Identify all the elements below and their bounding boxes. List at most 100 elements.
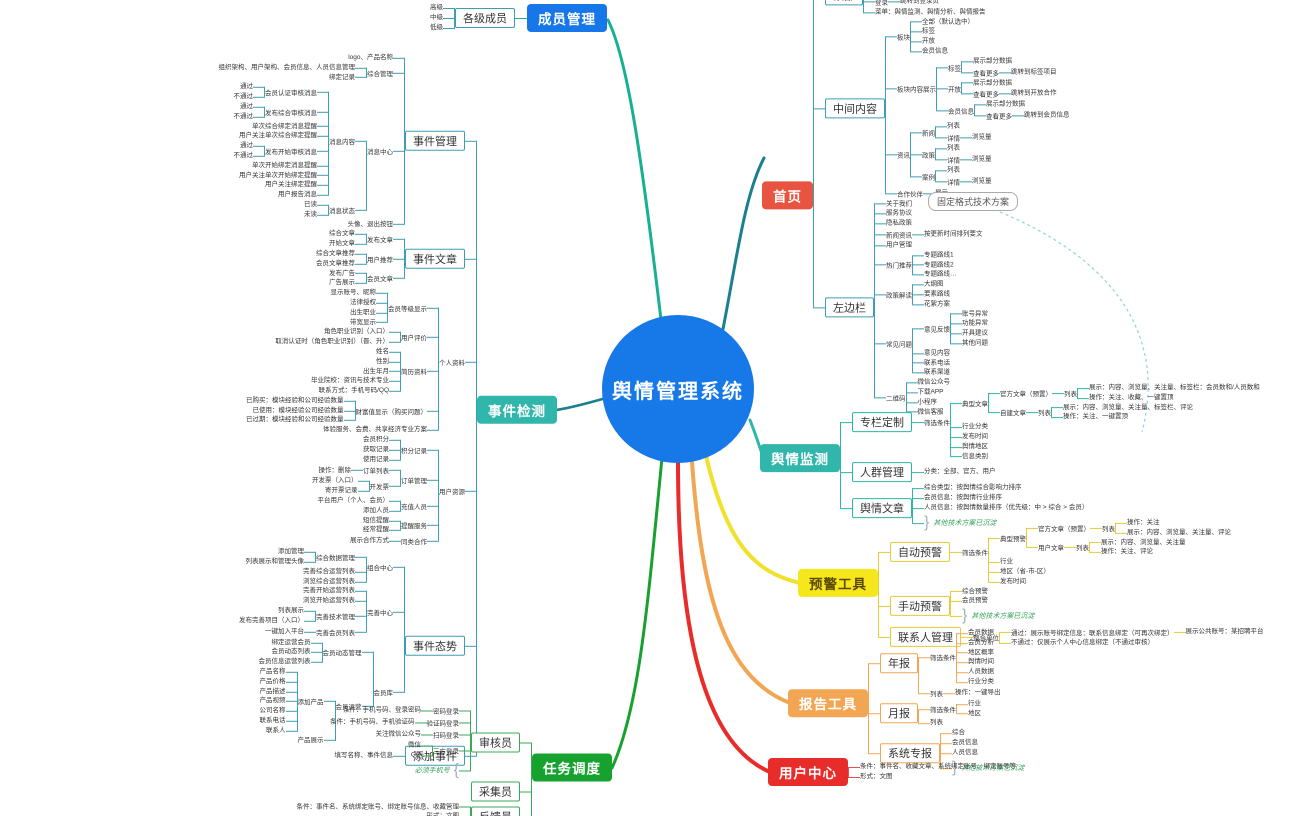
mindmap-node-leaf[interactable]: 出生职业 [350,308,376,316]
mindmap-node-leaf[interactable]: 不通过 [233,151,254,159]
mindmap-node-sub[interactable]: 详情 [947,178,960,186]
mindmap-node-leaf[interactable]: 条件：事件名、系统绑定账号、绑定账号信息、收藏管理 [296,803,460,811]
mindmap-node-box[interactable]: 反馈员 [471,806,520,816]
branch-home[interactable]: 首页 [762,180,813,209]
mindmap-node-leaf[interactable]: 展示：内容、浏览量、关注量、评论 [1127,528,1231,536]
mindmap-node-leaf[interactable]: 已使用：模块经验公司经验数量 [252,406,344,414]
mindmap-node-sub[interactable]: 政策解读 [886,292,912,300]
mindmap-node-leaf[interactable]: 添加人员 [363,506,389,514]
mindmap-node-sub[interactable]: 用户推荐 [367,256,393,264]
mindmap-node-box[interactable]: 左边栏 [825,297,874,318]
mindmap-node-leaf[interactable]: 下载APP [917,388,944,396]
mindmap-node-leaf[interactable]: 低级 [430,23,443,31]
mindmap-node-leaf[interactable]: 已过期：模块经验和公司经验数量 [246,416,344,424]
mindmap-node-sub[interactable]: 板块内容展示 [897,86,936,94]
mindmap-node-leaf[interactable]: 微信客服 [917,407,944,415]
mindmap-node-sub[interactable]: 资讯 [897,152,910,160]
mindmap-node-leaf[interactable]: 单次开始绑定消息提醒 [252,161,317,169]
mindmap-node-leaf[interactable]: 综合预警 [962,587,988,595]
mindmap-node-leaf[interactable]: 单次综合绑定消息提醒 [252,122,317,130]
mindmap-node-sub[interactable]: 筛选条件 [930,706,956,714]
mindmap-node-sub[interactable]: 完善中心 [367,609,393,617]
mindmap-node-sub[interactable]: 列表 [930,691,943,698]
mindmap-node-leaf[interactable]: 微信公众号 [917,378,951,386]
mindmap-node-leaf[interactable]: 地区概率 [968,648,994,656]
mindmap-node-sub[interactable]: 整合单位 [973,635,999,643]
mindmap-node-leaf[interactable]: 会员文章推荐 [316,259,355,267]
mindmap-node-leaf[interactable]: 展示部分数据 [973,57,1012,65]
mindmap-node-sub[interactable]: 用户文章 [1038,545,1064,553]
mindmap-node-leaf[interactable]: 填写名称、事件信息 [334,752,394,760]
mindmap-node-leaf[interactable]: 专题路线1 [924,251,954,259]
mindmap-node-leaf[interactable]: 用户关注单次开始绑定提醒 [239,171,317,179]
mindmap-node-leaf[interactable]: 列表展示 [278,606,304,614]
mindmap-node-sub[interactable]: 列表 [1038,410,1051,418]
mindmap-node-leaf[interactable]: 添加管理 [278,548,304,556]
mindmap-node-leaf[interactable]: 开发票（入口） [312,477,358,485]
mindmap-node-sub[interactable]: 综合管理 [367,70,393,78]
mindmap-node-sub[interactable]: 添加产品 [297,699,324,707]
mindmap-node-box[interactable]: 中间内容 [825,97,885,118]
mindmap-node-leaf[interactable]: 列表 [947,144,960,152]
mindmap-node-leaf[interactable]: 跳转到会员信息 [1024,111,1070,119]
mindmap-node-leaf[interactable]: 意见内容 [924,349,950,357]
mindmap-node-sub[interactable]: 完善技术管理 [316,613,355,621]
mindmap-node-sub[interactable]: 合作伙伴 [897,190,923,198]
mindmap-node-leaf[interactable]: 人员数据 [968,668,994,676]
mindmap-node-sub[interactable]: 组合中心 [367,564,393,572]
mindmap-node-leaf[interactable]: 会员预警 [962,597,988,605]
mindmap-node-leaf[interactable]: 通过 [240,83,253,91]
mindmap-node-leaf[interactable]: 体验服务、会费、共享经济专业方案 [323,426,427,434]
mindmap-node-box[interactable]: 专栏定制 [852,412,912,433]
mindmap-node-box[interactable]: 人群管理 [852,462,912,483]
mindmap-node-box[interactable]: 各级成员 [455,7,515,28]
mindmap-node-leaf[interactable]: 跳转到登录页 [900,0,939,5]
mindmap-node-leaf[interactable]: 分类：全部、官方、用户 [924,468,996,476]
mindmap-node-leaf[interactable]: 综合类型：按舆情综合影响力排序 [924,484,1022,492]
mindmap-node-leaf[interactable]: 出生年月 [363,367,389,375]
mindmap-node-leaf[interactable]: 显示账号、昵称 [330,288,377,296]
mindmap-node-leaf[interactable]: 产品视频 [259,697,286,705]
mindmap-node-leaf[interactable]: logo、产品名称 [348,53,393,61]
mindmap-node-leaf[interactable]: 列表 [947,166,960,174]
mindmap-node-sub[interactable]: 板块 [897,34,910,42]
mindmap-node-sub[interactable]: 通过：展示账号绑定信息：联系信息绑定（可再次绑定） [1011,630,1174,638]
mindmap-node-leaf[interactable]: 展示合作方式 [350,537,389,545]
mindmap-node-box[interactable]: 系统专报 [880,743,940,764]
mindmap-node-sub[interactable]: 简历资料 [401,369,427,377]
mindmap-node-leaf[interactable]: 发布完善项目（入口） [239,616,304,624]
mindmap-node-leaf[interactable]: 不通过：仅展示个人中心信息绑定（不通过审核） [1011,639,1154,647]
mindmap-node-box[interactable]: 顶部 [825,0,863,6]
mindmap-node-leaf[interactable]: 会员动态列表 [271,648,311,656]
mindmap-node-leaf[interactable]: 展示部分数据 [973,78,1012,86]
mindmap-node-sub[interactable]: 常见问题 [886,341,912,349]
central-topic[interactable]: 舆情管理系统 [602,315,754,463]
mindmap-node-leaf[interactable]: 人员信息 [952,748,978,756]
mindmap-node-sub[interactable]: 消息状态 [329,207,355,215]
mindmap-node-leaf[interactable]: 服务协议 [886,209,912,217]
mindmap-node-leaf[interactable]: 行业分类 [962,423,988,431]
mindmap-node-leaf[interactable]: 浏览量 [972,155,992,163]
mindmap-node-leaf[interactable]: 绑定运营会员 [271,638,311,646]
mindmap-node-leaf[interactable]: 全部（默认选中） [922,17,974,25]
mindmap-node-leaf[interactable]: 经常提醒 [363,526,389,534]
mindmap-node-leaf[interactable]: 展示：内容、浏览量、关注量、标签栏：会员数和/人员数和 [1089,384,1260,392]
mindmap-node-sub[interactable]: 订单管理 [401,478,427,486]
mindmap-node-leaf[interactable]: 按更新时间排列要文 [924,230,983,238]
mindmap-node-sub[interactable]: 积分记录 [401,447,427,455]
mindmap-node-sub[interactable]: 筛选条件 [962,550,988,558]
mindmap-node-leaf[interactable]: 条件：手机号码、登录密码 [343,706,421,714]
mindmap-node-sub[interactable]: 个人资料 [439,359,465,367]
mindmap-node-sub[interactable]: 新闻资讯 [886,232,912,240]
mindmap-node-sub[interactable]: 发布综合审核消息 [265,109,317,117]
mindmap-node-leaf[interactable]: 平台用户（个人、会员） [317,496,390,504]
mindmap-node-leaf[interactable]: 功能异常 [962,319,988,327]
mindmap-node-leaf[interactable]: 联系人 [266,726,286,734]
mindmap-node-leaf[interactable]: 会员分析 [968,639,994,647]
mindmap-node-leaf[interactable]: 标签 [922,27,935,35]
mindmap-node-sub[interactable]: 三方登录 [433,748,459,756]
mindmap-node-box[interactable]: 事件态势 [405,636,465,657]
mindmap-node-box[interactable]: 审核员 [471,732,520,753]
mindmap-node-leaf[interactable]: 完善综合运营列表 [303,567,355,575]
mindmap-node-sub[interactable]: 详情 [947,157,960,165]
